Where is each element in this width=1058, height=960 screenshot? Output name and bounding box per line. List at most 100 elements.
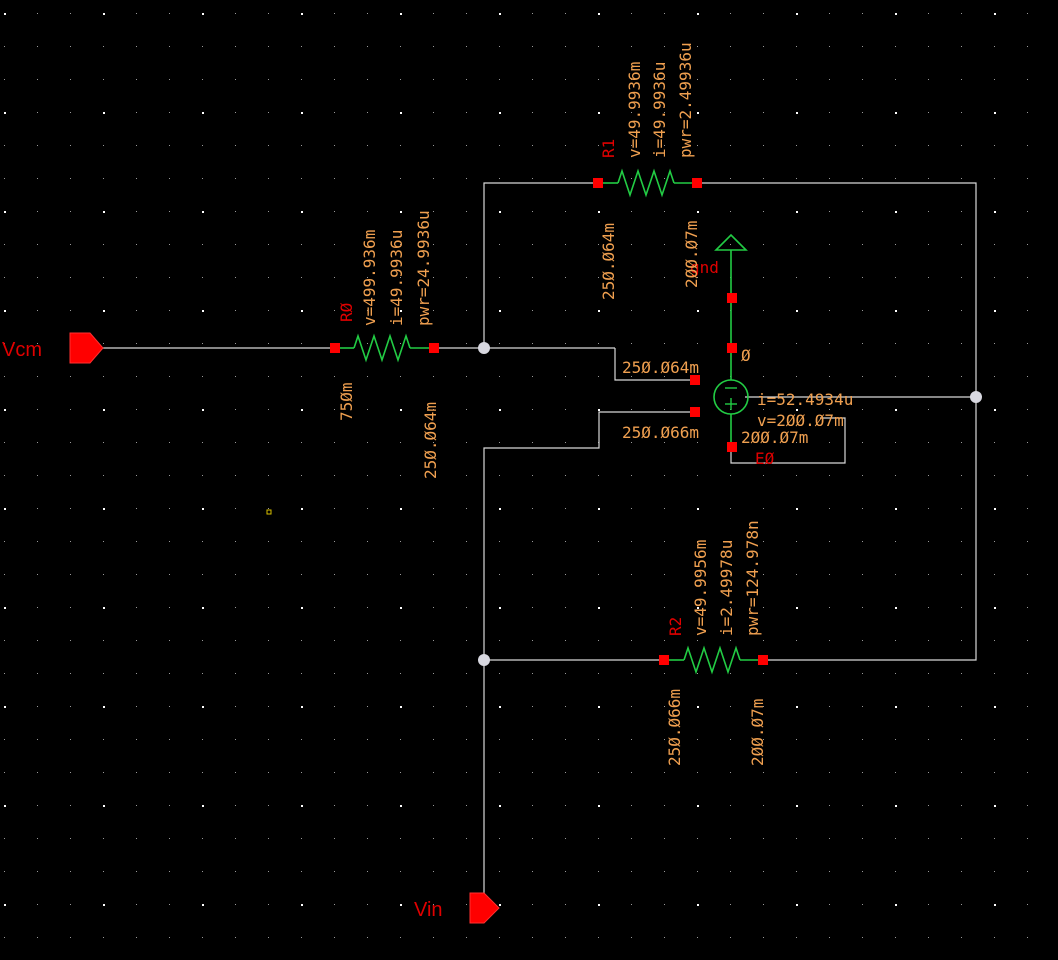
grid-dot [202,541,203,542]
port-vin-icon[interactable] [469,892,500,924]
wire-e0-feedback[interactable] [730,417,846,464]
grid-dot [961,178,962,179]
grid-dot [499,376,500,377]
grid-dot [763,475,764,476]
grid-dot [70,310,71,311]
grid-dot [565,46,566,47]
wire-node-e0-plus[interactable] [614,348,695,381]
grid-dot [928,112,929,113]
grid-dot [466,13,467,14]
grid-dot [136,706,137,707]
junction-dot[interactable] [478,342,490,354]
grid-dot [499,640,500,641]
r0-resistor[interactable]: RØ v=499.936m i=49.9936u pwr=24.9936u 75… [330,210,440,479]
grid-dot [664,508,665,509]
e0-pin-bottom[interactable] [727,442,737,452]
grid-dot [400,772,401,773]
grid-dot [829,343,830,344]
grid-dot [70,442,71,443]
grid-dot [796,211,798,213]
grid-dot [202,376,203,377]
grid-dot [598,145,599,146]
port-vcm-icon[interactable] [69,332,104,364]
grid-dot [433,409,434,410]
grid-dot [598,376,599,377]
grid-dot [367,838,368,839]
grid-dot [334,607,335,608]
grid-dot [862,442,863,443]
port-vin[interactable]: Vin [414,892,500,924]
grid-dot [1027,376,1028,377]
grid-dot [895,871,896,872]
grid-dot [532,871,533,872]
grid-dot [895,640,896,641]
e0-pin-plus[interactable] [690,375,700,385]
grid-dot [763,904,764,905]
grid-dot [136,640,137,641]
grid-dot [796,409,798,411]
grid-dot [136,475,137,476]
grid-dot [268,607,269,608]
ground-triangle-icon [714,233,748,251]
grid-dot [169,508,170,509]
grid-dot [301,739,302,740]
grid-dot [862,772,863,773]
r1-pin-right[interactable] [692,178,702,188]
grid-dot [862,904,863,905]
r2-resistor[interactable]: R2 v=49.9956m i=2.49978u pwr=124.978n 25… [659,520,768,766]
grid-dot [532,673,533,674]
wire-node-r1[interactable] [483,182,598,348]
grid-dot [796,277,797,278]
grid-dot [169,244,170,245]
r1-resistor[interactable]: R1 v=49.9936m i=49.9936u pwr=2.49936u 25… [593,42,702,300]
grid-dot [169,442,170,443]
grid-dot [235,376,236,377]
grid-dot [433,838,434,839]
grid-dot [862,376,863,377]
e0-pin-top[interactable] [727,343,737,353]
r1-pin-left[interactable] [593,178,603,188]
grid-dot [763,574,764,575]
junction-dot[interactable] [970,391,982,403]
grid-dot [730,640,731,641]
grid-dot [928,475,929,476]
r2-pin-right[interactable] [758,655,768,665]
grid-dot [70,706,71,707]
grid-dot [697,706,699,708]
wire-r1-r2-right[interactable] [697,182,977,661]
grid-dot [796,343,797,344]
grid-dot [895,244,896,245]
ground-symbol[interactable]: gnd [690,233,748,348]
grid-dot [103,706,105,708]
r2-pin-left[interactable] [659,655,669,665]
grid-dot [994,211,996,213]
grid-dot [169,541,170,542]
grid-dot [565,739,566,740]
grid-dot [796,574,797,575]
r0-pin-left[interactable] [330,343,340,353]
grid-dot [169,13,170,14]
grid-dot [763,79,764,80]
grid-dot [1027,805,1028,806]
grid-dot [1027,13,1028,14]
e0-source[interactable]: Ø 25Ø.Ø64m 25Ø.Ø66m 2ØØ.Ø7m i=52.4934u v… [622,343,853,468]
grid-dot [202,46,203,47]
grid-dot [136,937,137,938]
ground-pin[interactable] [727,293,737,303]
e0-pin-minus[interactable] [690,407,700,417]
grid-dot [565,244,566,245]
grid-dot [565,772,566,773]
grid-dot [532,805,533,806]
junction-dot[interactable] [478,654,490,666]
wire-vin-e0-minus[interactable] [483,411,695,895]
grid-dot [961,805,962,806]
grid-dot [301,178,302,179]
grid-dot [169,574,170,575]
r0-pin-right[interactable] [429,343,439,353]
grid-dot [334,409,335,410]
grid-dot [202,277,203,278]
e0-node-plus: 25Ø.Ø64m [622,358,699,377]
grid-dot [598,607,600,609]
port-vcm[interactable]: Vcm [2,332,104,364]
